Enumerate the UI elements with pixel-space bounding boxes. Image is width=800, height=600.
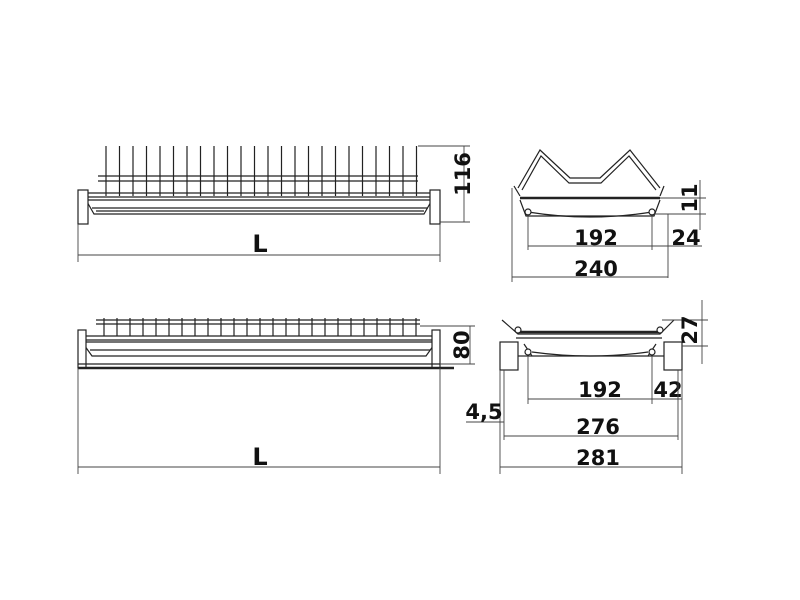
dim-276-label: 276 xyxy=(576,415,620,439)
dim-116-label: 116 xyxy=(451,152,475,196)
bottom-front-view: 80 L xyxy=(77,318,475,474)
dim-240-label: 240 xyxy=(574,257,618,281)
short-wire-prongs xyxy=(103,318,417,336)
top-front-view: 116 L xyxy=(77,145,475,262)
dim-80-label: 80 xyxy=(450,330,474,359)
tray-shell xyxy=(523,343,657,357)
dim-281-label: 281 xyxy=(576,446,620,470)
dim-L-label: L xyxy=(252,230,267,258)
drip-tray xyxy=(84,199,434,215)
hook-right xyxy=(656,326,664,334)
wire-prongs xyxy=(105,146,418,196)
dim-192-label: 192 xyxy=(574,226,618,250)
end-cap-left xyxy=(77,189,89,225)
hook-left xyxy=(514,326,522,334)
end-cap-right xyxy=(429,189,441,225)
dim-24-label: 24 xyxy=(671,226,700,250)
bottom-drip-tray xyxy=(80,341,438,357)
rivet-bottom-left xyxy=(524,348,532,356)
v-wire-inner xyxy=(521,155,657,191)
tray-curve-bottom xyxy=(531,351,649,357)
dim-L2-label: L xyxy=(252,443,267,471)
frame-left xyxy=(77,329,87,369)
profile-right xyxy=(663,341,683,371)
dim-27-label: 27 xyxy=(678,315,702,344)
top-side-view: 11 192 24 240 xyxy=(511,149,706,282)
frame-right xyxy=(431,329,441,369)
side-hooks xyxy=(513,185,665,197)
rack-wire xyxy=(501,319,675,335)
tray-body xyxy=(519,199,661,217)
bottom-side-view: 27 192 42 4,5 276 281 xyxy=(465,300,708,474)
dim-11-label: 11 xyxy=(678,183,702,212)
rivet-bottom-right xyxy=(648,348,656,356)
dim-192b-label: 192 xyxy=(578,378,622,402)
tray-curve xyxy=(527,211,653,218)
dim-4-5-label: 4,5 xyxy=(465,400,502,424)
v-wire-outer xyxy=(517,149,661,189)
profile-left xyxy=(499,341,519,371)
